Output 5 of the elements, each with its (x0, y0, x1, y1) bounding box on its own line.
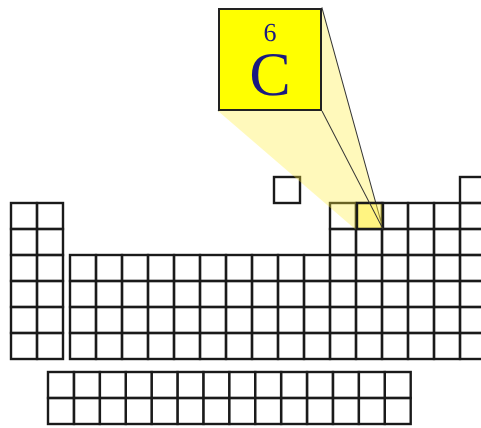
element-symbol: C (249, 46, 291, 104)
element-cell (356, 202, 384, 230)
atomic-number: 6 (264, 20, 276, 46)
leader-line (322, 110, 384, 230)
element-box (218, 8, 322, 111)
